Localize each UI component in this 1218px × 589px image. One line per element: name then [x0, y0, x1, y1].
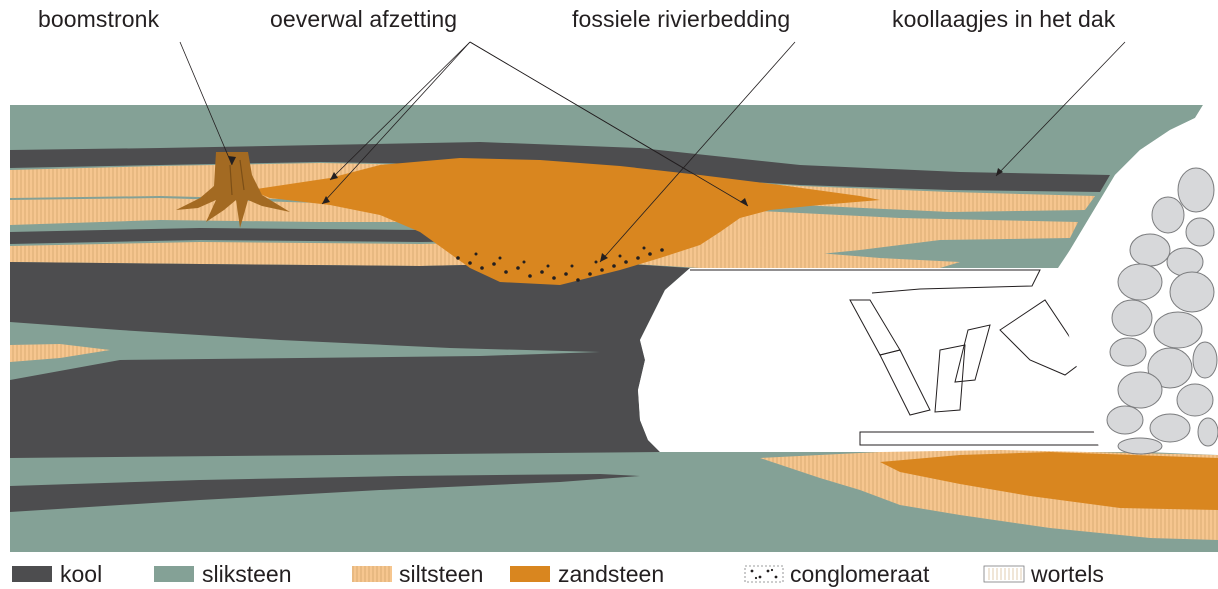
- mine-gallery: [638, 268, 1110, 452]
- legend-swatch-zandsteen: [510, 566, 550, 582]
- legend-swatch-wortels: [984, 566, 1024, 582]
- legend-swatch-sliksteen: [154, 566, 194, 582]
- legend-label-conglomeraat: conglomeraat: [790, 561, 930, 587]
- legend-label-siltsteen: siltsteen: [399, 561, 483, 587]
- legend-swatch-kool: [12, 566, 52, 582]
- legend-label-sliksteen: sliksteen: [202, 561, 291, 587]
- legend-label-wortels: wortels: [1030, 561, 1104, 587]
- legend: kool sliksteen siltsteen zandsteen congl…: [12, 561, 1104, 587]
- legend-label-zandsteen: zandsteen: [558, 561, 664, 587]
- legend-swatch-conglomeraat: [745, 566, 783, 582]
- legend-swatch-siltsteen-hatch: [352, 566, 392, 582]
- legend-label-kool: kool: [60, 561, 102, 587]
